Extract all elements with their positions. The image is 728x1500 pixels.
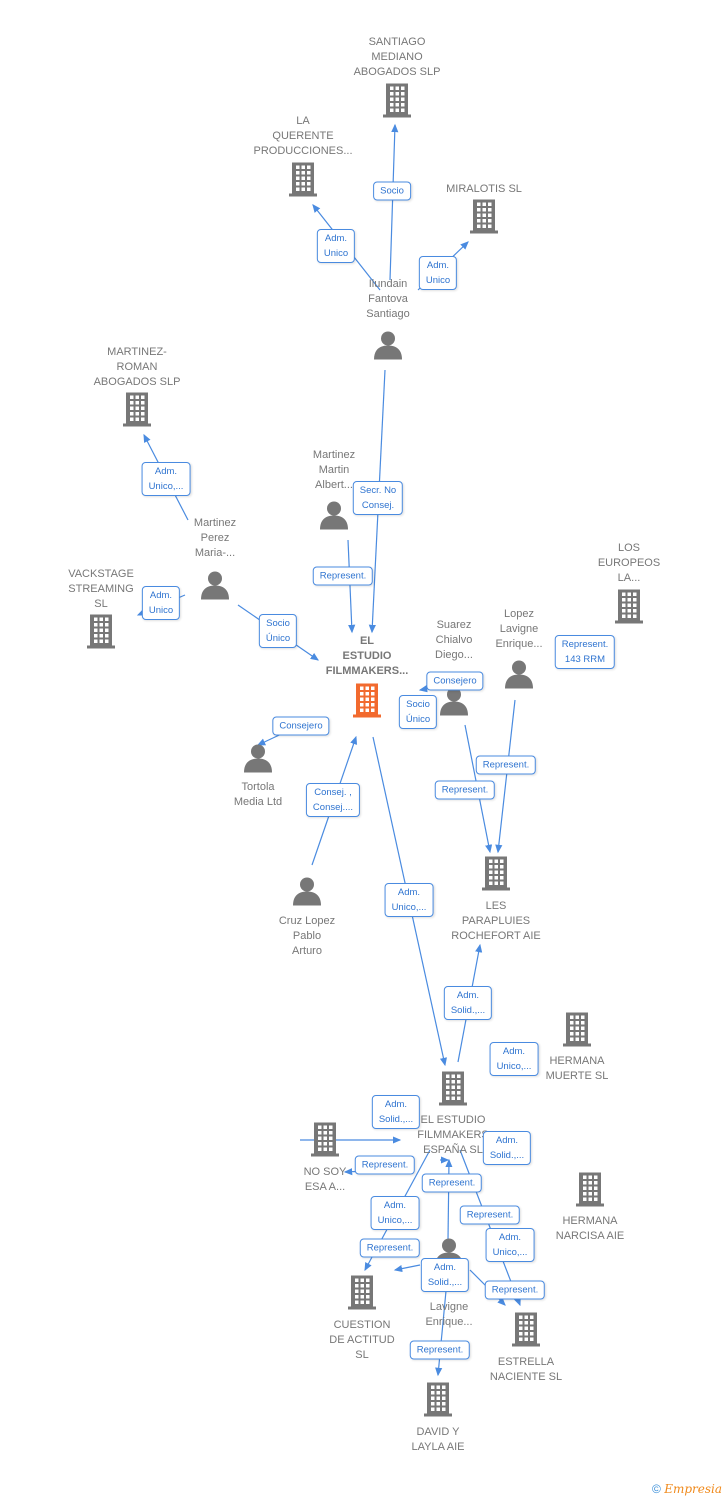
relation-edge — [445, 1158, 453, 1241]
company-node-label[interactable]: MIRALOTIS SL — [446, 183, 522, 195]
relation-label[interactable]: Adm. Unico,... — [489, 1042, 539, 1076]
relation-edge — [347, 539, 356, 634]
relation-label[interactable]: Represent. — [409, 1340, 471, 1360]
person-icon[interactable] — [319, 500, 349, 535]
company-node-label[interactable]: NO SOY ESA A... — [303, 1166, 347, 1193]
building-icon[interactable] — [563, 1012, 591, 1052]
relation-label[interactable]: Adm. Unico,... — [141, 462, 191, 496]
building-icon[interactable] — [615, 589, 643, 629]
empresia-logo[interactable]: © Empresia — [652, 1482, 722, 1496]
relation-label[interactable]: Adm. Solid.,... — [482, 1131, 532, 1165]
relation-label[interactable]: Represent. — [359, 1238, 421, 1258]
relation-label[interactable]: Socio Único — [398, 695, 438, 729]
relation-label[interactable]: Represent. 143 RRM — [554, 635, 616, 669]
relation-label[interactable]: Consej. , Consej.... — [305, 783, 361, 817]
relation-label[interactable]: Consejero — [272, 716, 330, 736]
relation-label[interactable]: Adm. Solid.,... — [371, 1095, 421, 1129]
person-node-label[interactable]: Lopez Lavigne Enrique... — [495, 608, 543, 650]
relation-label[interactable]: Socio Único — [258, 614, 298, 648]
building-icon[interactable] — [348, 1275, 376, 1315]
relation-label[interactable]: Adm. Unico,... — [370, 1196, 420, 1230]
building-icon[interactable] — [87, 614, 115, 654]
relation-label[interactable]: Adm. Unico — [418, 256, 458, 290]
company-node-label[interactable]: CUESTION DE ACTITUD SL — [329, 1319, 395, 1361]
relation-edge — [389, 123, 399, 281]
relation-label[interactable]: Adm. Unico — [141, 586, 181, 620]
relation-label[interactable]: Adm. Solid.,... — [443, 986, 493, 1020]
company-node-label[interactable]: LA QUERENTE PRODUCCIONES... — [253, 115, 353, 157]
relation-label[interactable]: Represent. — [312, 566, 374, 586]
company-node-label[interactable]: HERMANA NARCISA AIE — [555, 1215, 625, 1242]
company-node-label[interactable]: SANTIAGO MEDIANO ABOGADOS SLP — [353, 36, 441, 78]
building-icon[interactable] — [439, 1071, 467, 1111]
person-node-label[interactable]: Ilundain Fantova Santiago — [366, 278, 410, 320]
person-node-label[interactable]: Martinez Martin Albert... — [312, 449, 356, 491]
relation-edge — [393, 1264, 421, 1273]
company-node-label[interactable]: VACKSTAGE STREAMING SL — [68, 568, 134, 610]
building-icon[interactable] — [424, 1382, 452, 1422]
building-icon[interactable] — [576, 1172, 604, 1212]
relation-label[interactable]: Consejero — [426, 671, 484, 691]
building-icon[interactable] — [512, 1312, 540, 1352]
relation-edge — [495, 699, 516, 854]
relation-label[interactable]: Adm. Unico,... — [384, 883, 434, 917]
relation-label[interactable]: Represent. — [354, 1155, 416, 1175]
relation-label[interactable]: Represent. — [434, 780, 496, 800]
person-node-label[interactable]: Cruz Lopez Pablo Arturo — [278, 915, 336, 957]
building-icon[interactable] — [289, 162, 317, 202]
brand-name: Empresia — [664, 1482, 722, 1496]
person-icon[interactable] — [292, 876, 322, 911]
copyright-symbol: © — [652, 1482, 661, 1496]
relation-label[interactable]: Represent. — [421, 1173, 483, 1193]
building-icon[interactable] — [470, 199, 498, 239]
relation-label[interactable]: Represent. — [484, 1280, 546, 1300]
company-node-label[interactable]: ESTRELLA NACIENTE SL — [489, 1356, 563, 1383]
person-icon[interactable] — [373, 330, 403, 365]
company-node-label[interactable]: HERMANA MUERTE SL — [545, 1055, 609, 1082]
building-icon[interactable] — [123, 392, 151, 432]
company-node-label[interactable]: LES PARAPLUIES ROCHEFORT AIE — [451, 900, 541, 942]
relation-label[interactable]: Represent. — [475, 755, 537, 775]
building-icon[interactable] — [311, 1122, 339, 1162]
building-icon[interactable] — [353, 683, 381, 723]
building-icon[interactable] — [383, 83, 411, 123]
person-icon[interactable] — [200, 570, 230, 605]
relation-label[interactable]: Adm. Solid.,... — [420, 1258, 470, 1292]
relation-label[interactable]: Socio — [373, 181, 411, 201]
relation-label[interactable]: Adm. Unico,... — [485, 1228, 535, 1262]
person-node-label[interactable]: Tortola Media Ltd — [233, 781, 283, 808]
company-node-label[interactable]: DAVID Y LAYLA AIE — [411, 1426, 465, 1453]
person-icon[interactable] — [504, 659, 534, 694]
person-node-label[interactable]: Suarez Chialvo Diego... — [435, 619, 473, 661]
relation-label[interactable]: Secr. No Consej. — [352, 481, 404, 515]
company-node-label[interactable]: MARTINEZ- ROMAN ABOGADOS SLP — [93, 346, 181, 388]
building-icon[interactable] — [482, 856, 510, 896]
relation-label[interactable]: Adm. Unico — [316, 229, 356, 263]
person-node-label[interactable]: Lavigne Enrique... — [425, 1301, 473, 1328]
person-icon[interactable] — [439, 686, 469, 721]
company-node-label[interactable]: EL ESTUDIO FILMMAKERS ESPAÑA SL — [417, 1114, 489, 1156]
person-icon[interactable] — [243, 743, 273, 778]
company-node-label[interactable]: EL ESTUDIO FILMMAKERS... — [325, 635, 409, 677]
person-node-label[interactable]: Martinez Perez Maria-... — [193, 517, 237, 559]
relation-label[interactable]: Represent. — [459, 1205, 521, 1225]
company-node-label[interactable]: LOS EUROPEOS LA... — [597, 542, 661, 584]
